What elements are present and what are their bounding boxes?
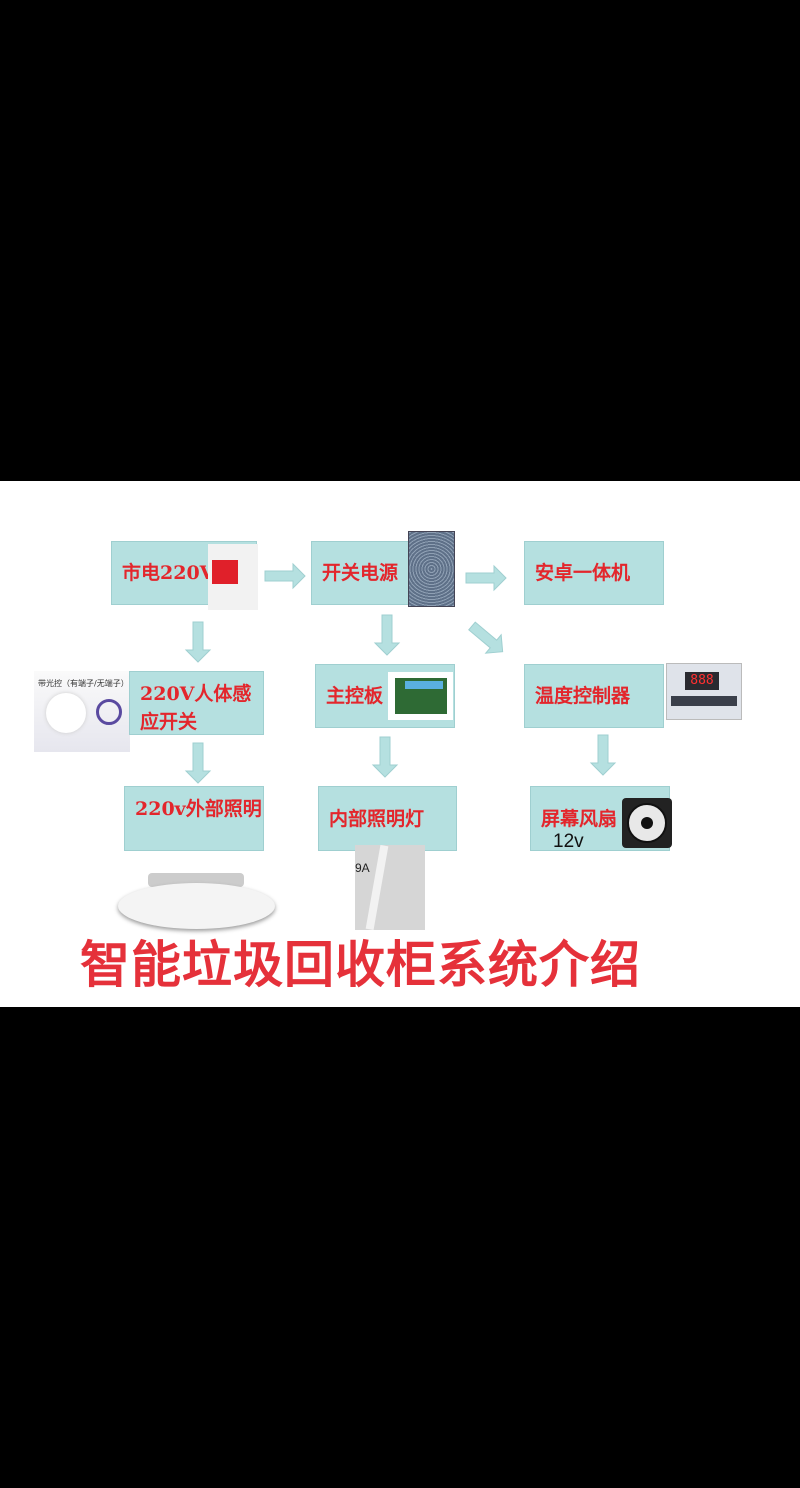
arrow-psu-to-android (465, 565, 507, 591)
node-label: 220v外部照明 (135, 798, 262, 820)
node-label: 开关电源 (322, 562, 399, 584)
node-pir-switch: 220V人体感应开关 (129, 671, 264, 735)
arrow-temp-to-fan (590, 734, 616, 776)
node-label: 安卓一体机 (535, 562, 631, 584)
node-label: 220V人体感应开关 (140, 683, 252, 733)
pir-switch-image: 带光控（有端子/无端子） (34, 671, 130, 752)
arrow-mains-to-pir (185, 621, 211, 663)
arrow-psu-to-board (374, 614, 400, 656)
pir-photo-caption: 带光控（有端子/无端子） (38, 679, 129, 688)
node-label: 市电220V (122, 562, 215, 584)
arrow-pir-to-external (185, 742, 211, 784)
arrow-board-to-internal (372, 736, 398, 778)
node-external-light: 220v外部照明 (124, 786, 264, 851)
main-board-image (388, 672, 453, 720)
arrow-psu-to-temp (463, 616, 511, 662)
fan-image (622, 798, 672, 848)
temp-display: 888 (685, 672, 719, 690)
node-temp-controller: 温度控制器 (524, 664, 664, 728)
node-label: 内部照明灯 (329, 807, 425, 830)
node-internal-light: 内部照明灯 (318, 786, 457, 851)
node-label: 温度控制器 (535, 685, 631, 707)
arrow-mains-to-psu (264, 563, 306, 589)
temp-controller-image: 888 (666, 663, 742, 720)
node-label: 屏幕风扇 (541, 807, 618, 830)
node-android: 安卓一体机 (524, 541, 664, 605)
tube-light-image: 9A (355, 844, 425, 931)
slide-title: 智能垃圾回收柜系统介绍 (80, 936, 641, 994)
node-label: 主控板 (326, 685, 384, 707)
breaker-image (208, 544, 258, 610)
psu-image (408, 531, 455, 607)
tube-label: 9A (355, 861, 370, 875)
downlight-image (118, 873, 275, 930)
fan-voltage-label: 12v (553, 831, 584, 852)
